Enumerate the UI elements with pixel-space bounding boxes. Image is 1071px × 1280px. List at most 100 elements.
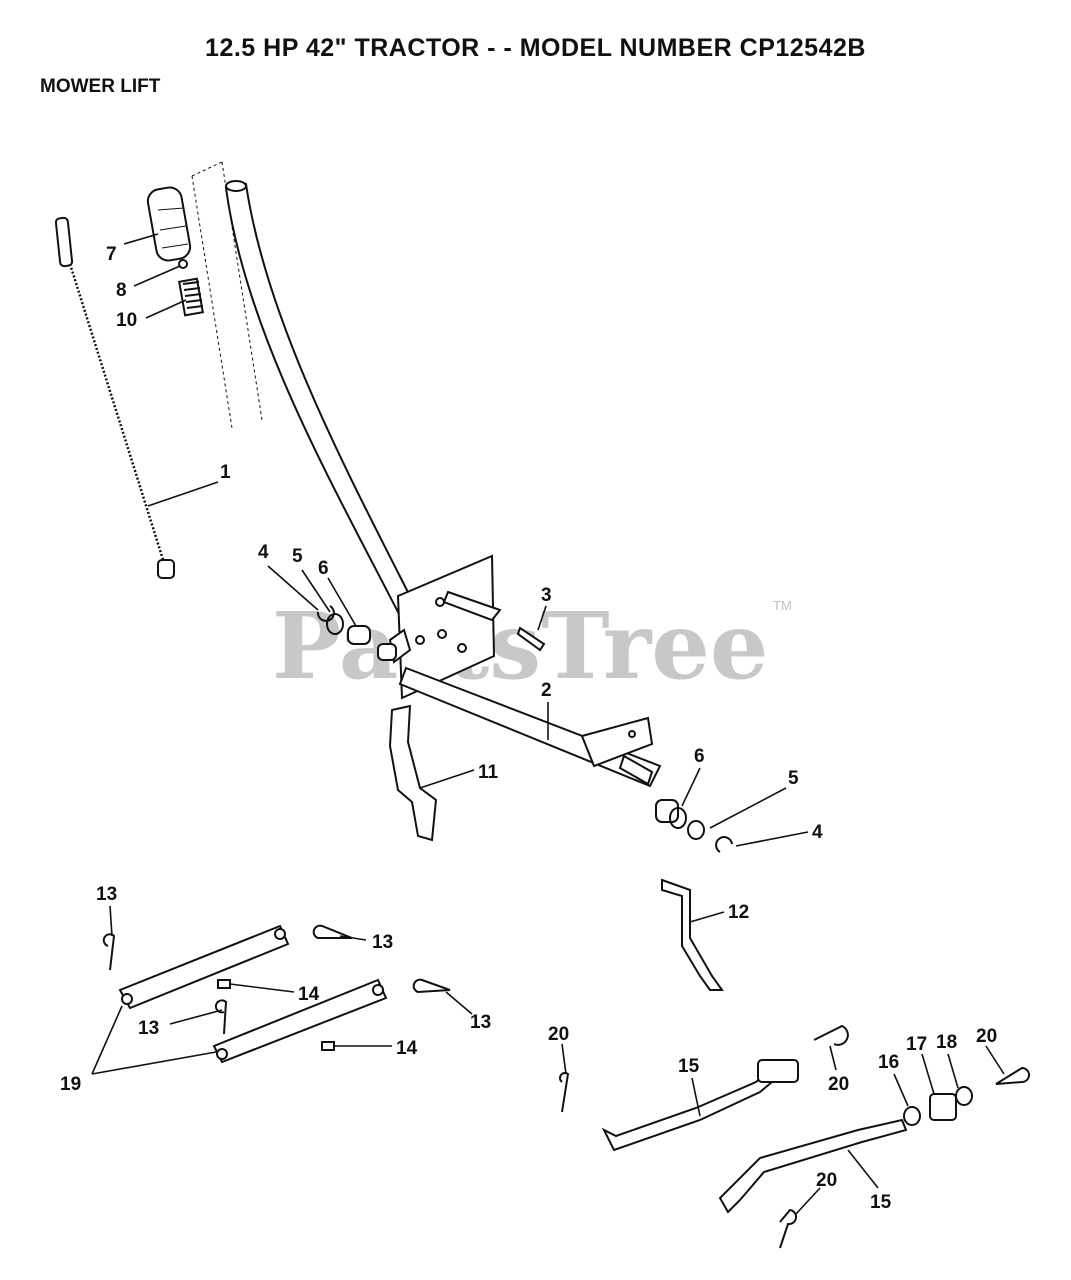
leader-13c xyxy=(169,1009,223,1025)
watermark-text: PartsTree xyxy=(272,592,768,700)
leader-6a xyxy=(327,577,357,627)
part-20a-pin xyxy=(559,1072,570,1113)
part-20b-pin xyxy=(813,1024,849,1046)
leader-1 xyxy=(147,481,219,507)
part-18-nut xyxy=(955,1086,973,1106)
callout-11: 11 xyxy=(478,762,499,783)
leader-11 xyxy=(419,769,475,789)
callout-4b: 4 xyxy=(812,822,823,843)
leader-20a xyxy=(561,1043,567,1075)
bushing-inner xyxy=(377,643,397,661)
watermark-trademark: TM xyxy=(773,598,792,613)
ferrule-a xyxy=(757,1059,799,1083)
part-13a-hairpin xyxy=(102,933,116,971)
part-14b-pin xyxy=(321,1041,335,1051)
leader-20c xyxy=(985,1045,1005,1075)
callout-12: 12 xyxy=(728,902,749,923)
leader-13d xyxy=(445,991,473,1015)
leader-14a xyxy=(229,983,295,993)
part-13d-hairpin xyxy=(412,978,451,994)
part-6b-bushing xyxy=(655,799,679,823)
part-11-lift-arm xyxy=(388,704,438,842)
leader-7 xyxy=(123,233,159,245)
leader-18 xyxy=(947,1053,959,1089)
part-16-washer xyxy=(903,1106,921,1126)
part-14a-pin xyxy=(217,979,231,989)
leader-6b xyxy=(681,767,701,807)
leader-10 xyxy=(145,299,187,319)
callout-14b: 14 xyxy=(396,1038,418,1059)
part-20d-pin xyxy=(779,1208,798,1249)
leader-13a xyxy=(109,905,113,937)
leader-19b xyxy=(91,1051,217,1075)
callout-7: 7 xyxy=(106,244,117,265)
callout-5a: 5 xyxy=(292,546,303,567)
diagram-title: 12.5 HP 42" TRACTOR - - MODEL NUMBER CP1… xyxy=(205,34,866,62)
leader-20d xyxy=(795,1187,821,1215)
callout-6b: 6 xyxy=(694,746,705,767)
part-4b-clip xyxy=(715,836,733,853)
part-8-ball xyxy=(178,259,188,269)
leader-15b xyxy=(847,1149,879,1189)
leader-20b xyxy=(829,1045,837,1071)
leader-4a xyxy=(267,565,319,611)
callout-17: 17 xyxy=(906,1034,927,1055)
part-5b-washer xyxy=(687,820,705,840)
part-20c-pin xyxy=(995,1066,1030,1085)
callout-13d: 13 xyxy=(470,1012,491,1033)
leader-16 xyxy=(893,1073,909,1107)
part-12-lift-arm xyxy=(661,878,724,991)
callout-20d: 20 xyxy=(816,1170,837,1191)
callout-2: 2 xyxy=(541,680,552,701)
callout-8: 8 xyxy=(116,280,127,301)
leader-4b xyxy=(735,831,809,847)
callout-10: 10 xyxy=(116,310,137,331)
lift-handle-tube xyxy=(224,182,416,614)
leader-15a xyxy=(691,1077,701,1117)
callout-1: 1 xyxy=(220,462,231,483)
callout-4a: 4 xyxy=(258,542,269,563)
callout-13c: 13 xyxy=(138,1018,159,1039)
part-5a-washer xyxy=(326,613,344,635)
callout-16: 16 xyxy=(878,1052,899,1073)
leader-17 xyxy=(921,1053,935,1095)
part-15b-rod xyxy=(718,1118,908,1214)
leader-5a xyxy=(301,569,331,613)
part-3-pin xyxy=(516,626,546,652)
part-19-lift-links xyxy=(118,924,388,1064)
part-1-lift-rod xyxy=(54,216,175,579)
lift-handle-end xyxy=(225,180,247,192)
part-6b-washer xyxy=(669,807,687,829)
leader-13b xyxy=(339,935,367,941)
part-2-lift-shaft xyxy=(388,554,662,788)
callout-19: 19 xyxy=(60,1074,81,1095)
callout-3: 3 xyxy=(541,585,552,606)
callout-14a: 14 xyxy=(298,984,320,1005)
part-13c-hairpin xyxy=(214,999,228,1035)
callout-13b: 13 xyxy=(372,932,393,953)
part-15a-rod xyxy=(601,1068,774,1152)
callout-18: 18 xyxy=(936,1032,957,1053)
leader-8 xyxy=(133,265,181,287)
leader-5b xyxy=(709,787,787,829)
callout-6a: 6 xyxy=(318,558,329,579)
callout-20a: 20 xyxy=(548,1024,569,1045)
callout-15a: 15 xyxy=(678,1056,700,1077)
part-10-spring xyxy=(178,277,204,317)
callout-13a: 13 xyxy=(96,884,117,905)
callout-20c: 20 xyxy=(976,1026,997,1047)
part-6a-bushing xyxy=(347,625,371,645)
part-13b-hairpin xyxy=(312,924,353,939)
callout-5b: 5 xyxy=(788,768,799,789)
callout-20b: 20 xyxy=(828,1074,849,1095)
part-4a-clip xyxy=(316,605,335,622)
callout-15b: 15 xyxy=(870,1192,892,1213)
leader-19a xyxy=(91,1005,123,1075)
part-7-handle-grip xyxy=(146,186,192,262)
leader-3 xyxy=(537,605,547,631)
part-17-trunnion xyxy=(929,1093,957,1121)
leader-12 xyxy=(689,911,725,923)
section-title: MOWER LIFT xyxy=(40,76,161,97)
